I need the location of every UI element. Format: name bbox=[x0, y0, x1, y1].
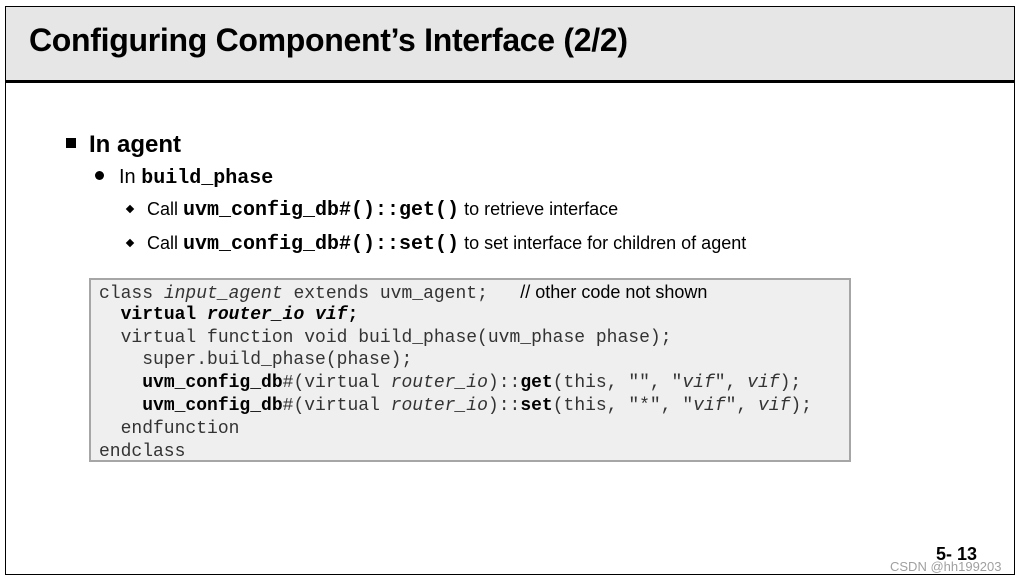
slide-title: Configuring Component’s Interface (2/2) bbox=[29, 22, 628, 58]
code-token bbox=[99, 396, 142, 416]
code-token: input_agent bbox=[163, 284, 283, 304]
code-token: set bbox=[520, 395, 553, 416]
code-token: vif bbox=[693, 395, 726, 416]
code-token: ", bbox=[725, 395, 758, 416]
watermark: CSDN @hh199203 bbox=[890, 559, 1002, 574]
bullet-level3-set: Call uvm_config_db#()::set() to set inte… bbox=[125, 233, 746, 256]
bullet-code: uvm_config_db#()::set() bbox=[183, 233, 460, 256]
code-token: ; bbox=[347, 304, 359, 325]
code-line: endclass bbox=[99, 441, 186, 462]
code-token: vif bbox=[747, 373, 780, 394]
code-token bbox=[196, 305, 207, 325]
bullet-level2-prefix: In bbox=[119, 166, 142, 188]
code-token: (this, "", " bbox=[552, 373, 683, 394]
code-token: get bbox=[520, 373, 553, 394]
code-token: uvm_config_db bbox=[142, 373, 283, 394]
code-block: class input_agent extends uvm_agent; // … bbox=[89, 278, 851, 462]
code-line: class input_agent extends uvm_agent; // … bbox=[99, 281, 849, 304]
title-bar: Configuring Component’s Interface (2/2) bbox=[6, 7, 1014, 83]
code-token: ):: bbox=[487, 373, 521, 394]
code-token: ):: bbox=[487, 395, 521, 416]
code-token: uvm_config_db bbox=[142, 395, 283, 416]
code-token: vif bbox=[682, 373, 715, 394]
diamond-bullet-icon bbox=[125, 204, 135, 214]
slide: Configuring Component’s Interface (2/2) … bbox=[5, 6, 1015, 575]
code-token: ); bbox=[779, 373, 802, 394]
code-token bbox=[99, 373, 142, 393]
bullet-prefix: Call bbox=[147, 233, 184, 253]
bullet-suffix: to retrieve interface bbox=[459, 199, 619, 219]
square-bullet-icon bbox=[66, 138, 76, 148]
code-token: extends uvm_agent; bbox=[282, 284, 521, 304]
bullet-level1: In agent bbox=[66, 131, 181, 159]
code-line: endfunction bbox=[99, 418, 240, 439]
bullet-level3-get: Call uvm_config_db#()::get() to retrieve… bbox=[125, 199, 618, 222]
code-token: router_io bbox=[390, 373, 488, 394]
code-token: virtual bbox=[120, 304, 197, 325]
code-line: super.build_phase(phase); bbox=[99, 350, 413, 371]
diamond-bullet-icon bbox=[125, 238, 135, 248]
code-token: #(virtual bbox=[282, 395, 391, 416]
code-token: router_io vif bbox=[207, 304, 348, 325]
page-number: 5- 13 bbox=[936, 544, 978, 564]
bullet-level2-code: build_phase bbox=[141, 167, 274, 190]
code-token bbox=[99, 305, 121, 325]
bullet-code: uvm_config_db#()::get() bbox=[183, 199, 460, 222]
round-bullet-icon bbox=[95, 171, 104, 180]
bullet-prefix: Call bbox=[147, 199, 184, 219]
code-line: uvm_config_db#(virtual router_io)::get(t… bbox=[99, 372, 849, 395]
bullet-level1-text: In agent bbox=[89, 131, 182, 158]
code-token: ); bbox=[790, 395, 812, 416]
code-line: virtual router_io vif; bbox=[99, 304, 849, 327]
bullet-level2: In build_phase bbox=[95, 166, 273, 190]
code-comment: // other code not shown bbox=[520, 282, 708, 302]
code-token: class bbox=[99, 284, 164, 304]
code-token: ", bbox=[714, 373, 748, 394]
code-token: vif bbox=[757, 395, 791, 416]
code-line: uvm_config_db#(virtual router_io)::set(t… bbox=[99, 395, 849, 418]
bullet-suffix: to set interface for children of agent bbox=[459, 233, 747, 253]
code-token: #(virtual bbox=[282, 373, 391, 394]
code-token: router_io bbox=[390, 395, 488, 416]
code-token: (this, "*", " bbox=[552, 395, 694, 416]
code-line: virtual function void build_phase(uvm_ph… bbox=[99, 327, 672, 348]
